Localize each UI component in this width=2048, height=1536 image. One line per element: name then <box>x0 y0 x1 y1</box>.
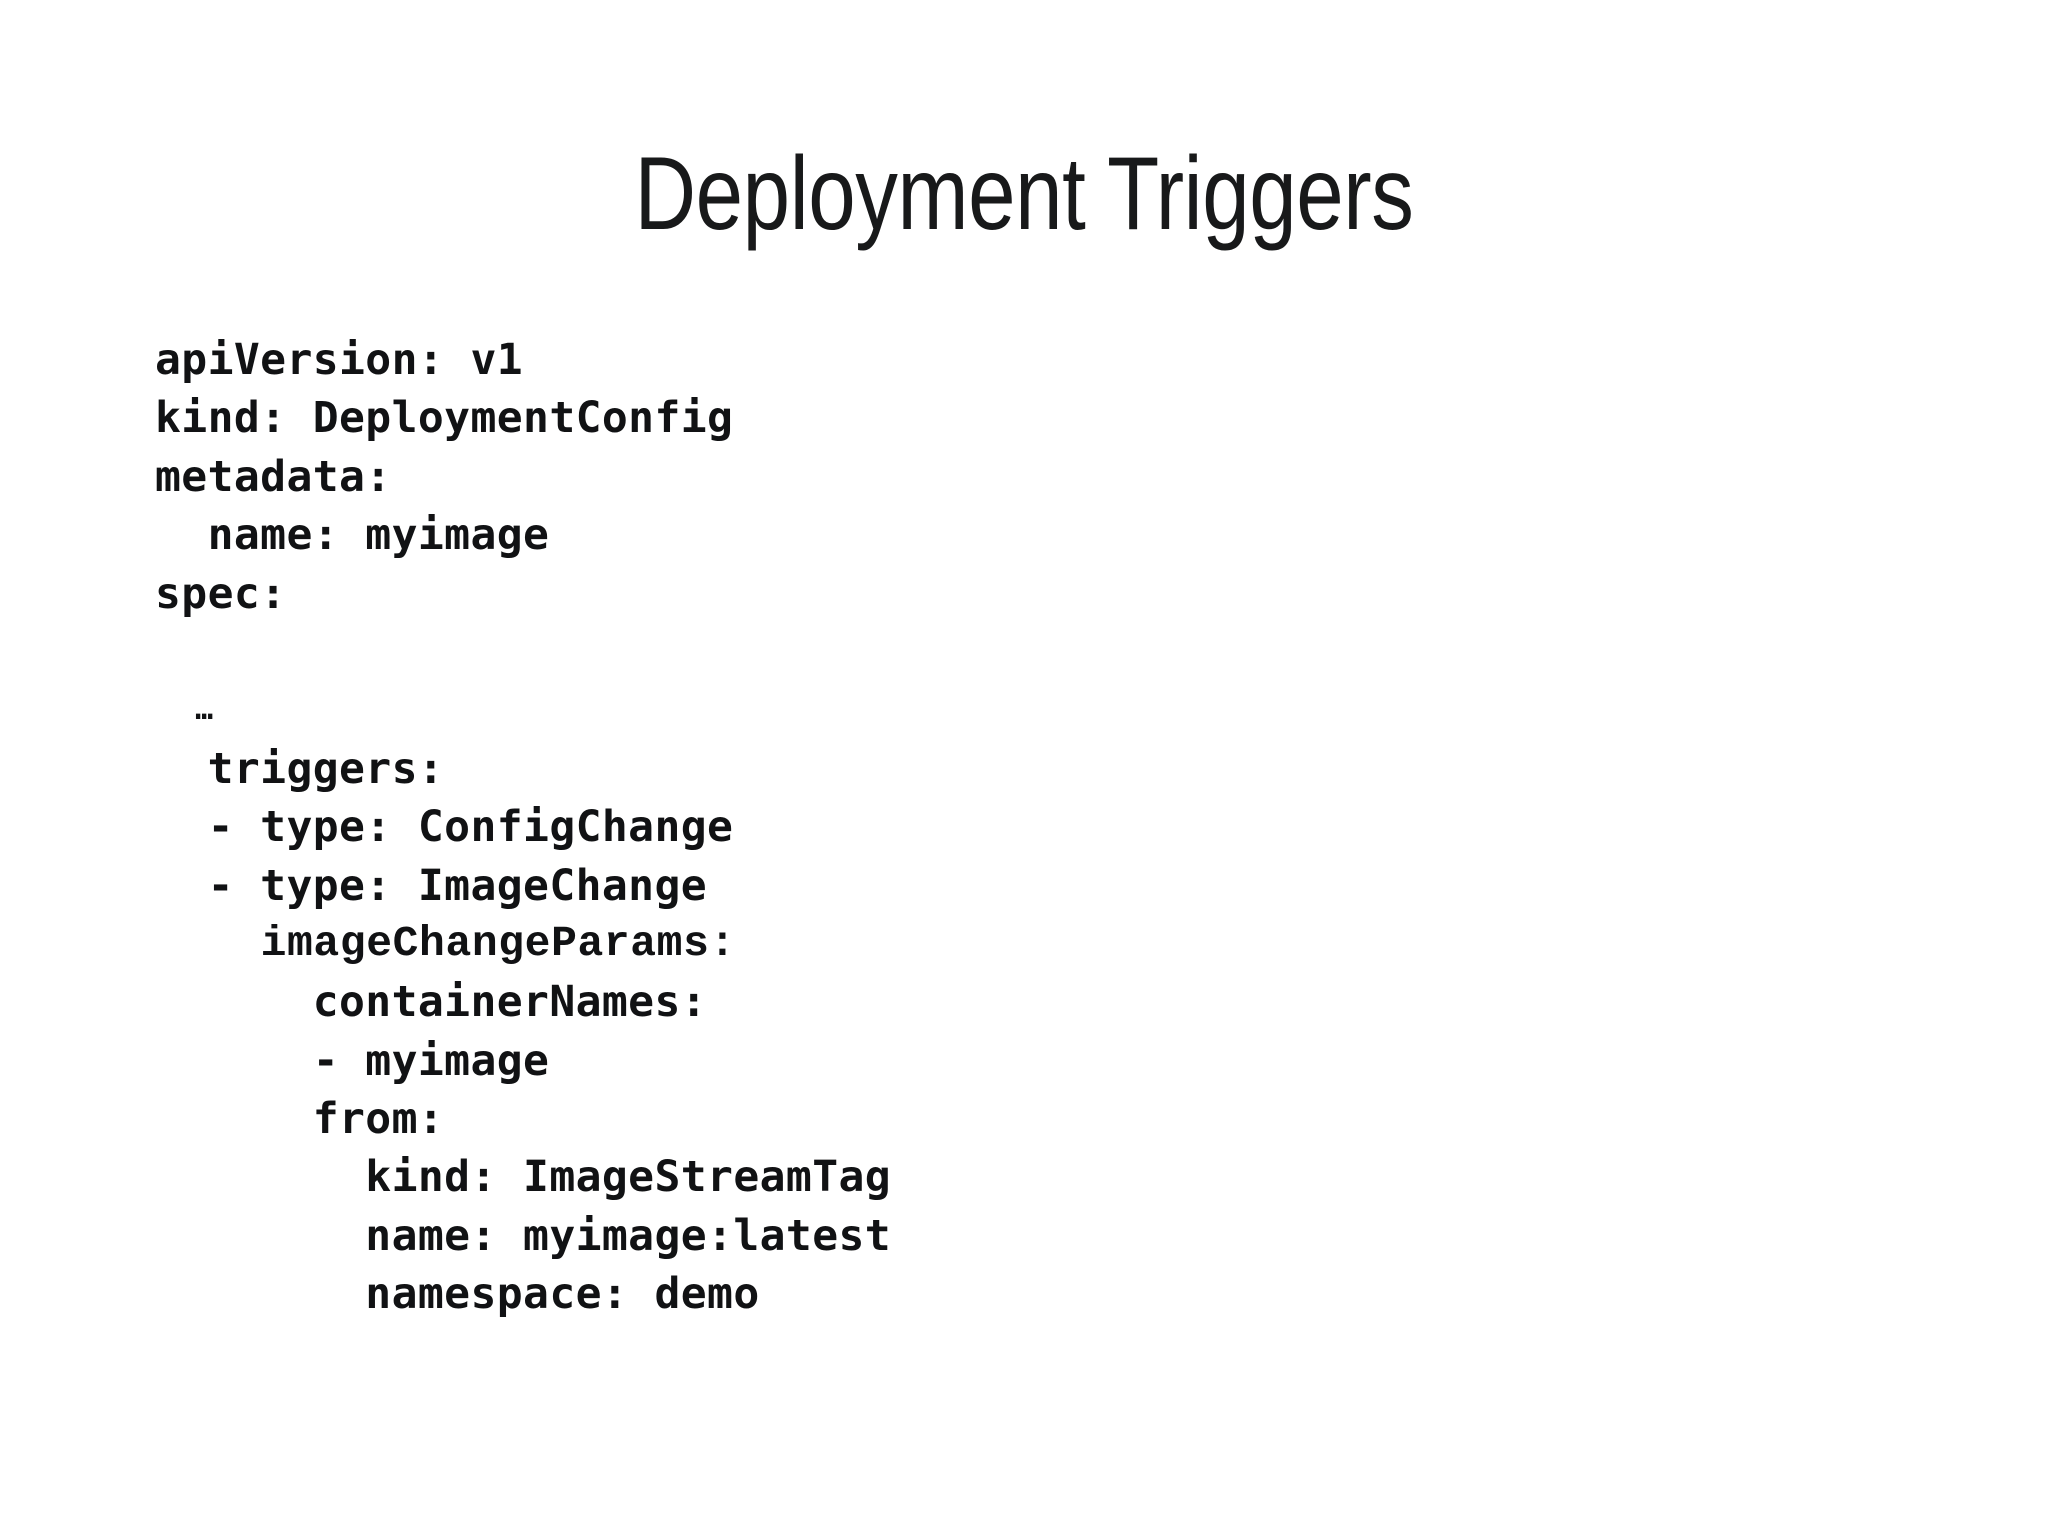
code-line-image-change-params: imageChangeParams: <box>155 918 736 968</box>
code-line-trigger-config-change: - type: ConfigChange <box>155 802 734 853</box>
code-line-triggers: triggers: <box>155 743 445 794</box>
code-line-kind: kind: DeploymentConfig <box>155 393 734 444</box>
code-line-container-names: containerNames: <box>155 977 708 1028</box>
code-line-from: from: <box>155 1094 445 1145</box>
code-line-ellipsis: … <box>155 692 216 728</box>
yaml-code: apiVersion: v1 kind: DeploymentConfig meta… <box>155 331 1555 1324</box>
code-line-api-version: apiVersion: v1 <box>155 335 524 385</box>
code-line-container-name-item: - myimage <box>155 1035 550 1086</box>
code-line-metadata-name: name: myimage <box>155 510 550 561</box>
code-line-metadata: metadata: <box>155 451 392 502</box>
page-title: Deployment Triggers <box>634 135 1414 252</box>
code-line-from-name: name: myimage:latest <box>155 1210 892 1261</box>
code-line-from-namespace: namespace: demo <box>155 1269 760 1320</box>
code-line-from-kind: kind: ImageStreamTag <box>155 1152 892 1203</box>
code-line-blank <box>155 623 1555 681</box>
code-line-trigger-image-change: - type: ImageChange <box>155 860 708 911</box>
yaml-code-block: apiVersion: v1 kind: DeploymentConfig meta… <box>155 331 1555 1324</box>
code-line-spec: spec: <box>155 568 287 619</box>
